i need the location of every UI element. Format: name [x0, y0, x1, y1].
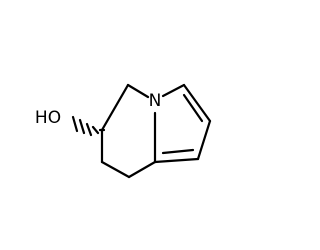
molecule-diagram: HO N [35, 83, 212, 179]
bond-c8-c8a [127, 160, 157, 179]
bond-c6-c5 [100, 83, 130, 132]
hydroxyl-label: HO [35, 108, 61, 128]
bond-c3-c2 [182, 83, 212, 123]
bond-c7-c8 [100, 160, 131, 179]
bond-c2-c1 [196, 119, 212, 161]
nitrogen-label: N [149, 91, 162, 111]
bond-c1-c8a [153, 157, 200, 164]
stereo-hash-bond [71, 115, 106, 137]
bond-n-c3 [161, 83, 186, 98]
bond-c1-c8a-double [161, 148, 195, 155]
bond-c5-n [126, 83, 150, 99]
bond-c3-c2-double [182, 93, 204, 123]
